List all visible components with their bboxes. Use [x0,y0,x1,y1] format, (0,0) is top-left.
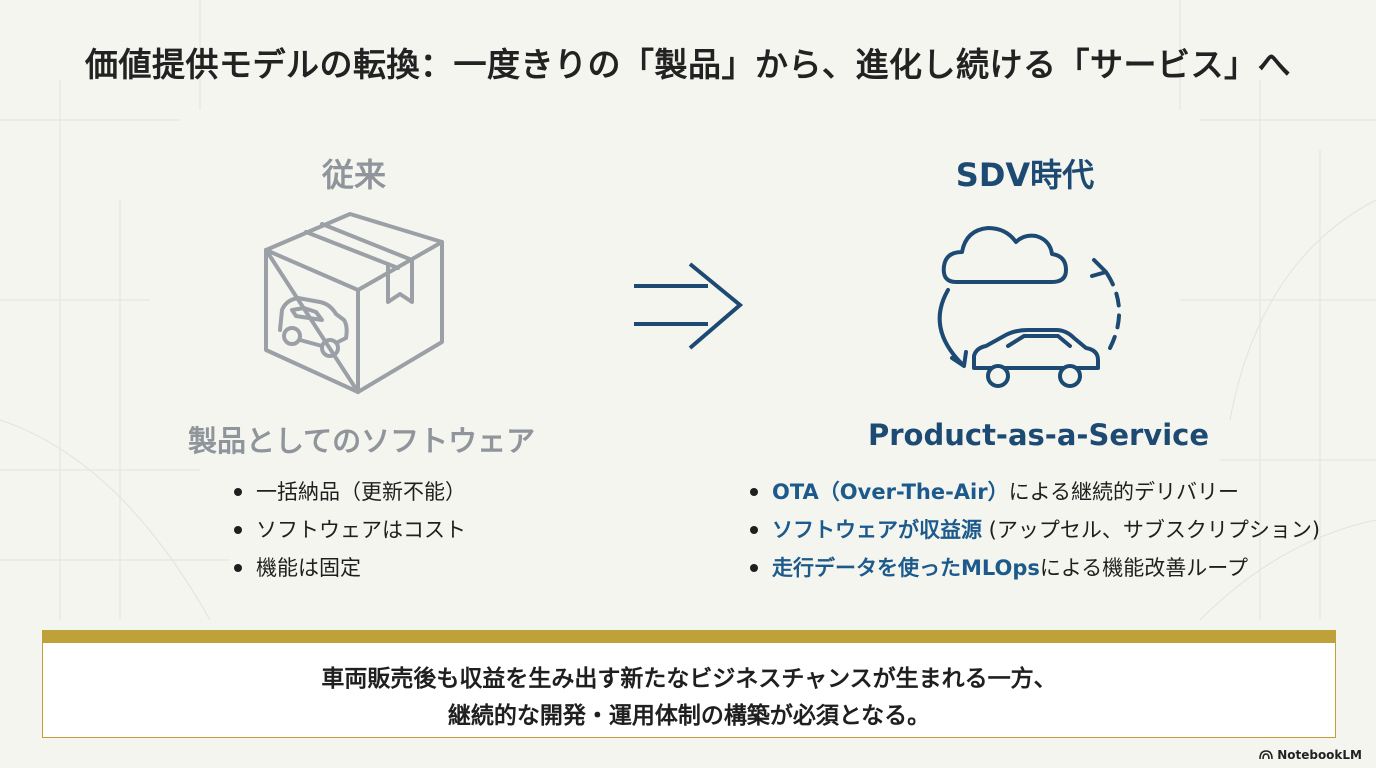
list-item: OTA（Over-The-Air）による継続的デリバリー [748,478,1320,516]
right-column-heading: SDV時代 [955,156,1095,194]
brand-watermark: NotebookLM [1259,748,1362,762]
list-item: ソフトウェアが収益源 (アップセル、サブスクリプション) [748,516,1320,554]
list-item: 機能は固定 [232,554,466,592]
left-column-heading: 従来 [321,156,386,194]
conclusion-text: 車両販売後も収益を生み出す新たなビジネスチャンスが生まれる一方、 継続的な開発・… [43,661,1335,735]
right-bullet-list: OTA（Over-The-Air）による継続的デリバリー ソフトウェアが収益源 … [748,478,1320,592]
notebooklm-logo-icon [1259,750,1273,760]
list-item: 一括納品（更新不能） [232,478,466,516]
brand-name: NotebookLM [1277,748,1362,762]
left-column-subheading: 製品としてのソフトウェア [188,424,536,458]
double-line-right-arrow-icon [634,262,744,350]
bullet-highlight: ソフトウェアが収益源 [772,518,982,542]
bullet-highlight: 走行データを使ったMLOps [772,556,1040,580]
page-title: 価値提供モデルの転換：一度きりの「製品」から、進化し続ける「サービス」へ [85,45,1291,84]
package-box-with-car-icon [264,212,444,394]
bullet-text: による機能改善ループ [1039,556,1249,580]
conclusion-line-2: 継続的な開発・運用体制の構築が必須となる。 [447,703,931,729]
right-column-subheading: Product-as-a-Service [868,418,1210,452]
cloud-car-cycle-icon [937,226,1121,388]
list-item: 走行データを使ったMLOpsによる機能改善ループ [748,554,1320,592]
bullet-text: (アップセル、サブスクリプション) [982,518,1321,542]
list-item: ソフトウェアはコスト [232,516,466,554]
left-bullet-list: 一括納品（更新不能） ソフトウェアはコスト 機能は固定 [232,478,466,592]
conclusion-line-1: 車両販売後も収益を生み出す新たなビジネスチャンスが生まれる一方、 [321,666,1057,692]
bullet-text: による継続的デリバリー [1008,480,1239,504]
conclusion-banner: 車両販売後も収益を生み出す新たなビジネスチャンスが生まれる一方、 継続的な開発・… [42,630,1336,738]
bullet-highlight: OTA（Over-The-Air） [772,480,1009,504]
